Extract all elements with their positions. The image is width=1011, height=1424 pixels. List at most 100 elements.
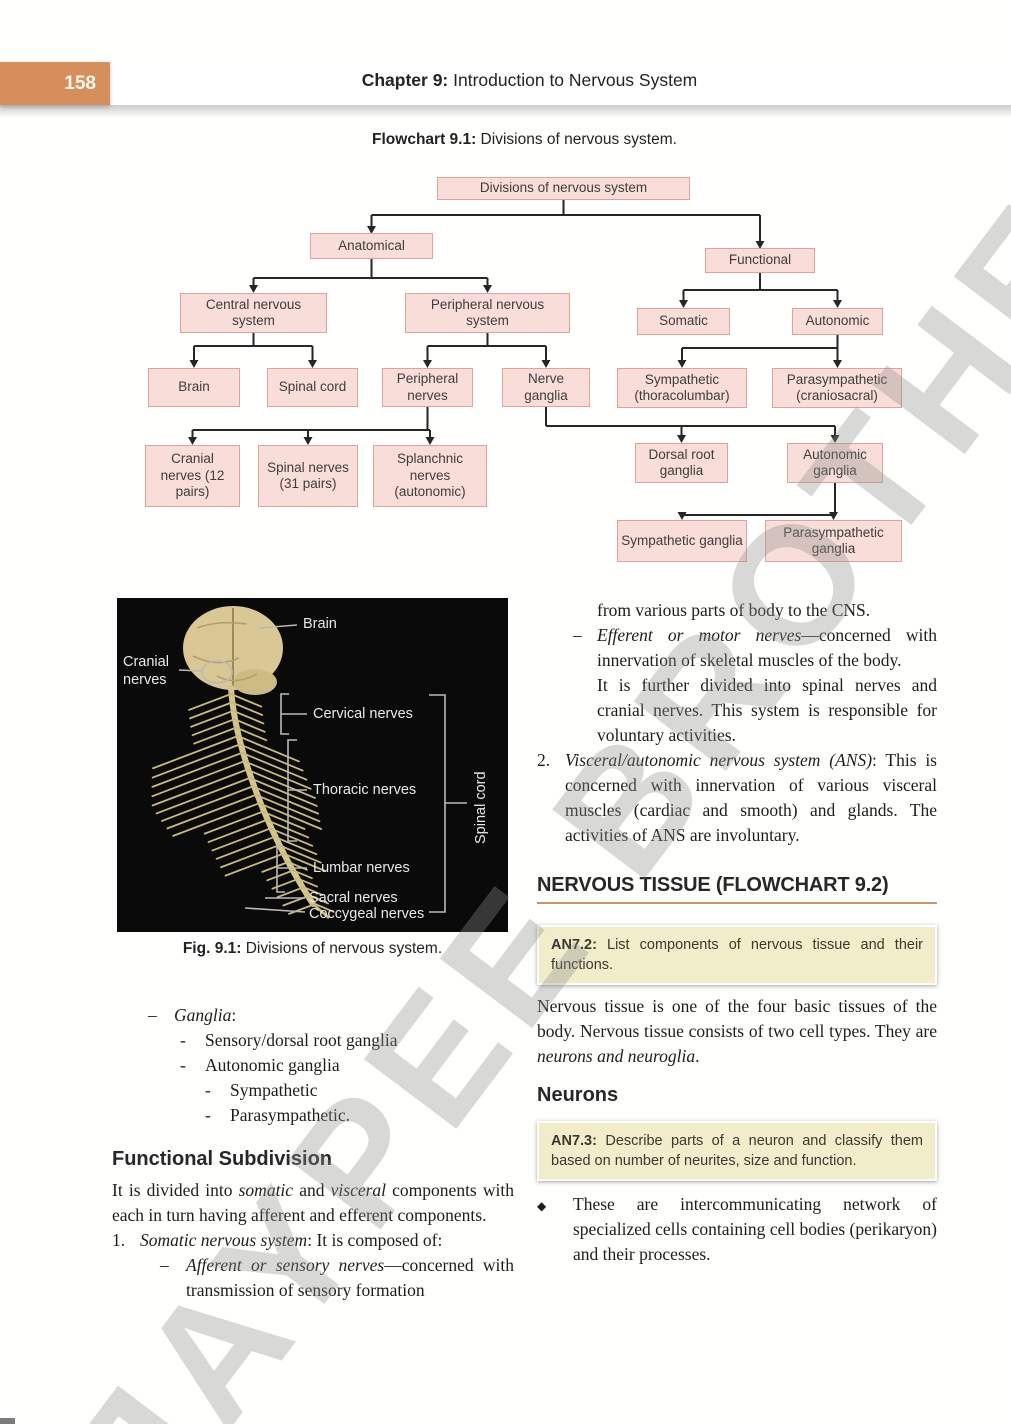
para-italic-somatic: somatic: [238, 1180, 294, 1200]
para-text: Nervous tissue is one of the four basic …: [537, 996, 937, 1041]
figure-9-1-image: Brain Cranial nerves Cervical nerves Tho…: [117, 598, 508, 932]
para-italic-visceral: visceral: [330, 1180, 387, 1200]
list-dash: -: [180, 1055, 186, 1075]
page-number-box: 158: [0, 62, 110, 105]
competency-box-an72: AN7.2: List components of nervous tissue…: [537, 925, 937, 985]
list-item-efferent: –Efferent or motor nerves—concerned with…: [573, 623, 937, 673]
list-text: Ganglia:: [174, 1003, 514, 1028]
fig-label-lumbar-nerves: Lumbar nerves: [313, 860, 410, 876]
flowchart-node-cranial-nerves: Cranial nerves (12 pairs): [145, 445, 240, 507]
list-dash: –: [160, 1255, 169, 1275]
chapter-label: Chapter 9:: [361, 70, 449, 90]
para-text: components with each in turn having affe…: [112, 1180, 514, 1225]
chapter-header: Chapter 9: Introduction to Nervous Syste…: [0, 70, 1011, 91]
list-dash: –: [573, 625, 582, 645]
efferent-rest: —concerned with innervation of skeletal …: [597, 625, 938, 670]
flowchart-caption-label: Flowchart 9.1:: [372, 131, 477, 148]
fig-label-coccygeal-nerves: Coccygeal nerves: [309, 906, 425, 922]
flowchart-connectors: [188, 200, 842, 520]
list-item-autonomic-ganglia: -Autonomic ganglia: [180, 1053, 514, 1078]
flowchart-node-spinal-cord: Spinal cord: [267, 368, 358, 407]
visceral-italic: Visceral/autonomic nervous system (ANS): [565, 750, 873, 770]
numbered-item-visceral: 2. Visceral/autonomic nervous system (ANS…: [537, 748, 937, 848]
flowchart-node-parasympathetic-ganglia: Parasympathetic ganglia: [765, 520, 902, 562]
list-text: Sympathetic: [230, 1080, 318, 1100]
list-dash: -: [205, 1080, 211, 1100]
flowchart-node-divisions: Divisions of nervous system: [437, 177, 690, 200]
ganglia-italic: Ganglia: [174, 1005, 232, 1025]
scan-artifact: [0, 1418, 15, 1424]
item-text: Somatic nervous system: It is composed o…: [140, 1228, 514, 1253]
right-column: from various parts of body to the CNS. –…: [537, 598, 937, 1267]
flowchart-node-nerve-ganglia: Nerve ganglia: [502, 368, 590, 407]
list-dash: -: [180, 1030, 186, 1050]
numbered-item-somatic: 1.Somatic nervous system: It is composed…: [112, 1228, 514, 1253]
flowchart-node-dorsal-root-ganglia: Dorsal root ganglia: [635, 443, 728, 483]
para-nervous-tissue: Nervous tissue is one of the four basic …: [537, 994, 937, 1069]
figure-caption: Fig. 9.1: Divisions of nervous system.: [117, 940, 508, 958]
an72-label: AN7.2:: [551, 937, 597, 953]
an73-text: Describe parts of a neuron and classify …: [551, 1133, 923, 1169]
flowchart-node-brain: Brain: [148, 368, 240, 407]
heading-nervous-tissue: NERVOUS TISSUE (FLOWCHART 9.2): [537, 872, 937, 904]
flowchart-node-splanchnic-nerves: Splanchnic nerves (autonomic): [373, 445, 487, 507]
para-text: and: [293, 1180, 331, 1200]
para-text: It is divided into: [112, 1180, 239, 1200]
fig-label-cranial-nerves: Cranial nerves: [123, 654, 169, 689]
afferent-italic: Afferent or sensory nerves: [186, 1255, 385, 1275]
list-item-sensory-ganglia: -Sensory/dorsal root ganglia: [180, 1028, 514, 1053]
visceral-rest: : This is concerned with innervation of …: [565, 750, 937, 845]
list-dash: -: [205, 1105, 211, 1125]
fig-label-spinal-cord: Spinal cord: [473, 771, 489, 844]
list-item-sympathetic: -Sympathetic: [205, 1078, 514, 1103]
heading-neurons: Neurons: [537, 1084, 619, 1106]
figure-caption-text: Divisions of nervous system.: [241, 940, 443, 957]
fig-label-thoracic-nerves: Thoracic nerves: [313, 782, 417, 798]
flowchart-node-somatic: Somatic: [637, 308, 730, 335]
flowchart-node-autonomic-ganglia: Autonomic ganglia: [787, 443, 883, 483]
bullet-diamond: ◆: [537, 1199, 547, 1213]
competency-box-an73: AN7.3: Describe parts of a neuron and cl…: [537, 1121, 937, 1181]
para-text: .: [695, 1046, 700, 1066]
flowchart-node-sympathetic: Sympathetic (thoracolumbar): [617, 368, 747, 408]
anatomy-illustration: [151, 606, 467, 919]
flowchart-node-autonomic: Autonomic: [792, 308, 883, 335]
page-number: 158: [64, 72, 96, 94]
list-item-ganglia: –Ganglia:: [148, 1003, 514, 1028]
para-continuation: from various parts of body to the CNS.: [597, 600, 871, 620]
item-text: Visceral/autonomic nervous system (ANS):…: [565, 748, 937, 848]
an73-label: AN7.3:: [551, 1133, 597, 1149]
afferent-rest: —concerned with transmission of sensory …: [186, 1255, 514, 1300]
list-dash: –: [148, 1005, 157, 1025]
flowchart-node-cns: Central nervous system: [180, 293, 327, 333]
list-text: Parasympathetic.: [230, 1105, 351, 1125]
flowchart-node-spinal-nerves: Spinal nerves (31 pairs): [258, 445, 358, 507]
list-text: Autonomic ganglia: [205, 1055, 340, 1075]
para-further-divided: It is further divided into spinal nerves…: [597, 675, 937, 745]
fig-label-sacral-nerves: Sacral nerves: [309, 890, 398, 906]
flowchart-node-parasympathetic: Parasympathetic (craniosacral): [772, 368, 902, 408]
list-item-afferent: –Afferent or sensory nerves—concerned wi…: [160, 1253, 514, 1303]
flowchart-node-sympathetic-ganglia: Sympathetic ganglia: [617, 520, 747, 562]
heading-functional-subdivision: Functional Subdivision: [112, 1148, 332, 1170]
an72-text: List components of nervous tissue and th…: [551, 937, 923, 973]
flowchart-9-1: Divisions of nervous system Anatomical F…: [130, 168, 912, 580]
flowchart-node-peripheral-nerves: Peripheral nerves: [382, 368, 473, 407]
ganglia-colon: :: [231, 1005, 237, 1025]
chapter-title: Introduction to Nervous System: [448, 70, 698, 90]
somatic-rest: : It is composed of:: [307, 1230, 443, 1250]
brain-drawing: [183, 606, 283, 695]
item-text: Afferent or sensory nerves—concerned wit…: [186, 1253, 514, 1303]
efferent-italic: Efferent or motor nerves: [597, 625, 802, 645]
flowchart-caption: Flowchart 9.1: Divisions of nervous syst…: [0, 131, 1011, 149]
left-column: –Ganglia: -Sensory/dorsal root ganglia -…: [112, 1003, 514, 1303]
item-number: 2.: [537, 750, 551, 770]
fig-label-cervical-nerves: Cervical nerves: [313, 706, 413, 722]
flowchart-node-functional: Functional: [705, 248, 815, 273]
list-item-parasympathetic: -Parasympathetic.: [205, 1103, 514, 1128]
flowchart-node-anatomical: Anatomical: [310, 233, 433, 259]
para-functional-subdivision: It is divided into somatic and visceral …: [112, 1178, 514, 1228]
figure-caption-label: Fig. 9.1:: [182, 940, 242, 957]
bullet-item-neurons: ◆These are intercommunicating network of…: [537, 1192, 937, 1267]
